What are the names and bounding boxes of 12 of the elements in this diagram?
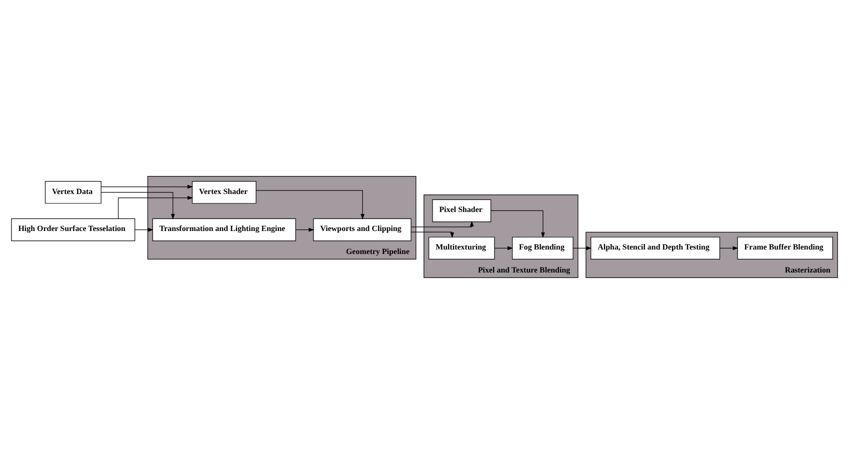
arrow (296, 227, 314, 232)
arrow (410, 231, 454, 238)
arrow (118, 195, 194, 218)
arrow (410, 220, 474, 227)
arrow (720, 246, 738, 250)
arrow (134, 227, 154, 232)
arrow (256, 190, 364, 220)
arrow (494, 246, 514, 250)
arrow (100, 192, 175, 219)
arrow (490, 210, 545, 238)
arrow (572, 246, 592, 250)
arrow (100, 184, 193, 188)
